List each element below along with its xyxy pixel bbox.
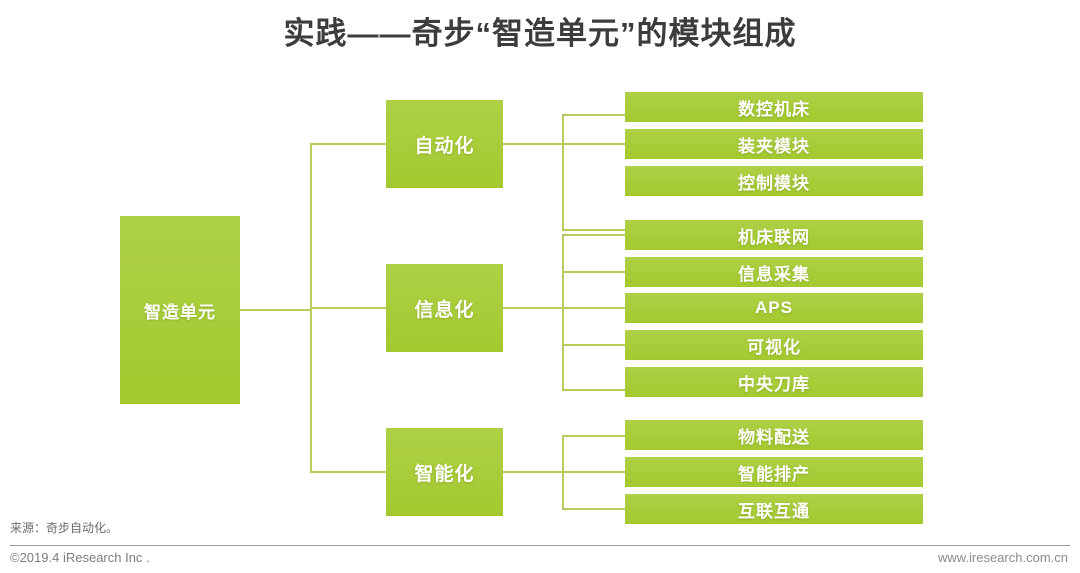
node-branch-automation[interactable]: 自动化 [386,100,503,188]
leaf-item[interactable]: 中央刀库 [625,367,923,397]
leaf-item-label: 互联互通 [738,501,810,521]
copyright-text: ©2019.4 iResearch Inc . [10,550,150,565]
node-branch-intelligence[interactable]: 智能化 [386,428,503,516]
leaf-item-label: 中央刀库 [738,374,810,394]
node-root[interactable]: 智造单元 [120,216,240,404]
leaf-item-label: 数控机床 [738,99,810,119]
node-branch-informatization-label: 信息化 [414,299,475,321]
node-branch-automation-label: 自动化 [414,135,475,157]
leaf-item[interactable]: 互联互通 [625,494,923,524]
connector-b3-leaf-1 [562,435,625,437]
leaf-item-label: 可视化 [747,337,801,357]
connector-b2-leaf-3 [562,307,625,309]
leaf-item[interactable]: 装夹模块 [625,129,923,159]
connector-b1-spine [562,114,564,230]
leaf-item[interactable]: 智能排产 [625,457,923,487]
leaf-item-label: 装夹模块 [738,136,810,156]
connector-b1-leaf-3 [562,229,625,231]
leaf-item[interactable]: 控制模块 [625,166,923,196]
connector-b2-leaf-1 [562,234,625,236]
source-note: 来源：奇步自动化。 [10,521,119,535]
leaf-item[interactable]: 数控机床 [625,92,923,122]
page-title: 实践——奇步“智造单元”的模块组成 [283,16,797,51]
connector-branch-3 [310,471,386,473]
footer-divider [10,545,1070,546]
connector-b3-leaf-3 [562,508,625,510]
connector-b1-leaf-1 [562,114,625,116]
connector-b2-leaf-5 [562,389,625,391]
connector-branch-2 [310,307,386,309]
connector-b1-leaf-2 [562,143,625,145]
connector-b2-spine [562,234,564,389]
connector-b2-leaf-4 [562,344,625,346]
leaf-item[interactable]: 信息采集 [625,257,923,287]
connector-root-stub [240,309,312,311]
leaf-item-label: 信息采集 [738,264,810,284]
leaf-item[interactable]: APS [625,293,923,323]
leaf-item-label: 机床联网 [738,227,810,247]
node-branch-informatization[interactable]: 信息化 [386,264,503,352]
connector-b2-leaf-2 [562,271,625,273]
leaf-item-label: 智能排产 [738,464,810,484]
node-branch-intelligence-label: 智能化 [414,463,475,485]
leaf-item-label: 物料配送 [738,427,810,447]
leaf-item-label: 控制模块 [738,173,810,193]
leaf-item-label: APS [755,298,793,317]
leaf-item[interactable]: 可视化 [625,330,923,360]
leaf-item[interactable]: 机床联网 [625,220,923,250]
connector-branch-1 [310,143,386,145]
leaf-item[interactable]: 物料配送 [625,420,923,450]
node-root-label: 智造单元 [144,302,216,322]
website-url: www.iresearch.com.cn [937,550,1068,565]
connector-b3-leaf-2 [562,471,625,473]
